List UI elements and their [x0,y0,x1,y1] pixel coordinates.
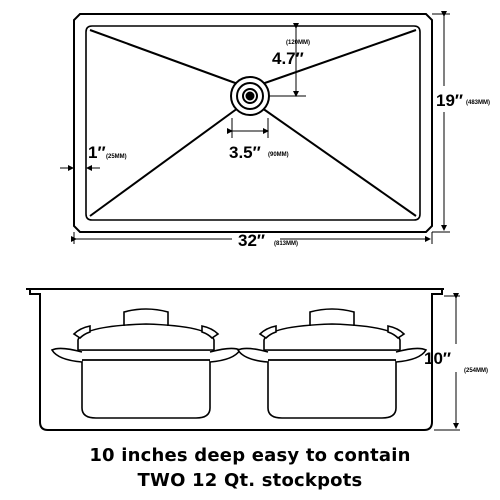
corner-value: 1″ [88,143,106,162]
sink-depth-value: 10″ [424,349,451,368]
drain-offset-metric: (120MM) [286,40,310,46]
stockpot-left [50,308,242,419]
sink-length-value: 32″ [238,231,265,250]
corner-metric: (25MM) [106,154,127,160]
dim-sink-length [71,232,433,244]
dim-sink-width [432,11,450,233]
caption-line-1: 10 inches deep easy to contain [89,445,411,466]
sink-width-metric: (483MM) [466,100,490,106]
drain-icon [230,76,270,116]
sink-side-basin [39,294,433,431]
sink-depth-metric: (254MM) [464,368,488,374]
sink-side-view [26,288,444,431]
dim-sink-depth [434,293,460,431]
stockpot-right [236,308,428,419]
drain-offset-value: 4.7″ [272,49,304,68]
basin-slope-lines [89,29,417,217]
drain-size-metric: (90MM) [268,152,289,158]
sink-length-metric: (813MM) [274,241,298,247]
sink-width-value: 19″ [436,91,463,110]
sink-outer-flange [73,13,433,233]
sink-top-view [73,13,433,233]
sink-inner-basin [85,25,421,221]
dim-drain-offset [268,23,306,97]
dim-drain-size [227,118,269,138]
caption-line-2: TWO 12 Qt. stockpots [137,470,363,491]
drain-size-value: 3.5″ [229,143,261,162]
sink-side-profile [26,288,444,300]
